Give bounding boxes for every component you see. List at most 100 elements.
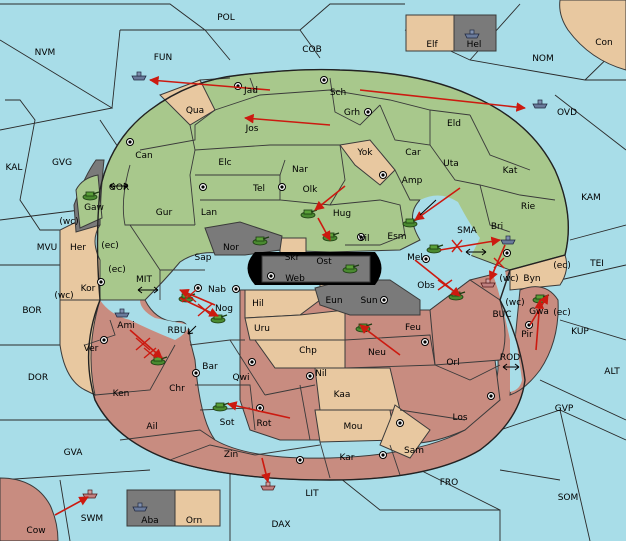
sea-label-tei: TEI [589,259,604,269]
land-label-esm: Esm [387,232,406,242]
land-label-sap: Sap [195,253,212,263]
land-label-kar: Kar [340,453,355,463]
territory-orn[interactable] [174,489,221,527]
coast-label-wc-her: (wc) [59,217,78,227]
land-label-nor: Nor [223,243,239,253]
land-label-ami: Ami [117,321,134,331]
sea-label-gva: GVA [64,448,84,458]
territory-uru[interactable] [244,309,346,341]
land-label-zin: Zin [224,450,238,460]
sea-label-dax: DAX [271,520,290,530]
coast-label-wc-kor: (wc) [54,291,73,301]
land-label-neu: Neu [368,348,386,358]
sea-label-kam: KAM [581,193,601,203]
land-label-can: Can [135,151,153,161]
land-label-ost: Ost [316,257,332,267]
coast-label-ec-byn: (ec) [553,261,571,271]
land-label-grh: Grh [344,108,360,118]
land-label-aba: Aba [141,516,158,526]
land-label-eld: Eld [447,119,461,129]
sea-label-sma: SMA [457,226,477,236]
land-label-los: Los [452,413,467,423]
sea-label-gor: GOR [109,183,129,193]
territory-web-ost[interactable] [261,255,371,283]
land-label-rie: Rie [521,202,536,212]
territory-sam[interactable] [379,404,431,459]
land-label-ver: Ver [84,344,99,354]
land-label-uru: Uru [254,324,270,334]
territory-nor-grey[interactable] [204,221,283,256]
territory-ver[interactable] [59,299,101,396]
territory-con[interactable] [559,0,626,71]
sea-label-fro: FRO [440,478,459,488]
sea-label-ovd: OVD [557,108,577,118]
land-label-uta: Uta [443,159,459,169]
internal-borders [84,77,556,479]
territory-hil[interactable] [244,289,321,319]
land-label-gur: Gur [156,208,173,218]
land-label-car: Car [405,148,421,158]
sea-label-gvg: GVG [52,158,72,168]
land-label-nar: Nar [292,165,308,175]
land-label-sam: Sam [404,446,424,456]
land-labels: Elf Hel Con Jad Sch Qua Jos Grh Eld Can … [26,38,612,536]
land-label-pir: Pir [521,330,533,340]
land-label-hel: Hel [467,40,482,50]
land-label-orl: Orl [446,358,459,368]
land-label-mel: Mel [407,253,423,263]
sea-label-kup: KUP [571,327,589,337]
sea-label-buc: BUC [492,310,511,320]
coast-label-ec-gwa: (ec) [553,308,571,318]
move-orders [54,75,549,516]
land-label-elc: Elc [218,158,231,168]
failed-orders [135,239,505,359]
territory-cow[interactable] [0,477,59,541]
land-label-hug: Hug [333,209,351,219]
territory-elf[interactable] [405,14,455,52]
territory-kaa[interactable] [314,367,401,411]
sea-label-mit: MIT [136,275,152,285]
land-label-kaa: Kaa [334,390,351,400]
territory-gwa[interactable] [509,286,559,396]
land-label-yok: Yok [356,148,373,158]
land-label-sun: Sun [360,296,377,306]
sea-label-fun: FUN [154,53,173,63]
land-label-hil: Hil [252,299,264,309]
sea-label-lit: LIT [305,489,319,499]
sea-label-mvu: MVU [37,243,58,253]
sea-label-gvp: GVP [555,404,574,414]
sea-label-alt: ALT [604,367,620,377]
land-label-qua: Qua [186,106,204,116]
land-label-nog: Nog [215,304,233,314]
land-label-feu: Feu [405,323,421,333]
continent-outline [87,68,569,481]
land-label-sch: Sch [330,88,346,98]
sea-label-kal: KAL [6,163,23,173]
coast-label-wc-gwa: (wc) [505,298,524,308]
land-label-kat: Kat [503,166,518,176]
land-label-bar: Bar [202,362,218,372]
land-label-ail: Ail [146,422,157,432]
land-label-tel: Tel [252,184,265,194]
land-label-nil: Nil [315,369,327,379]
sea-label-rbu: RBU [167,326,186,336]
coast-labels: (wc) (ec) (ec) (wc) (wc) (ec) (wc) (ec) [54,217,570,318]
land-label-nab: Nab [208,285,226,295]
land-label-web: Web [285,274,305,284]
land-label-gaw: Gaw [84,203,104,213]
coast-label-ec-kor: (ec) [108,265,126,275]
land-label-qwi: Qwi [233,373,250,383]
sea-label-bor: BOR [22,306,41,316]
sea-label-nom: NOM [532,54,554,64]
land-label-jad: Jad [243,86,258,96]
land-label-byn: Byn [523,274,540,284]
land-label-mou: Mou [344,422,363,432]
territory-hel[interactable] [453,14,497,52]
passage-arrows [109,182,520,371]
sea-borders [0,3,626,541]
territory-gaw[interactable] [75,174,103,229]
sea-label-dor: DOR [28,373,48,383]
land-label-amp: Amp [402,176,423,186]
sea-label-swm: SWM [81,514,103,524]
sea-label-nvm: NVM [35,48,56,58]
